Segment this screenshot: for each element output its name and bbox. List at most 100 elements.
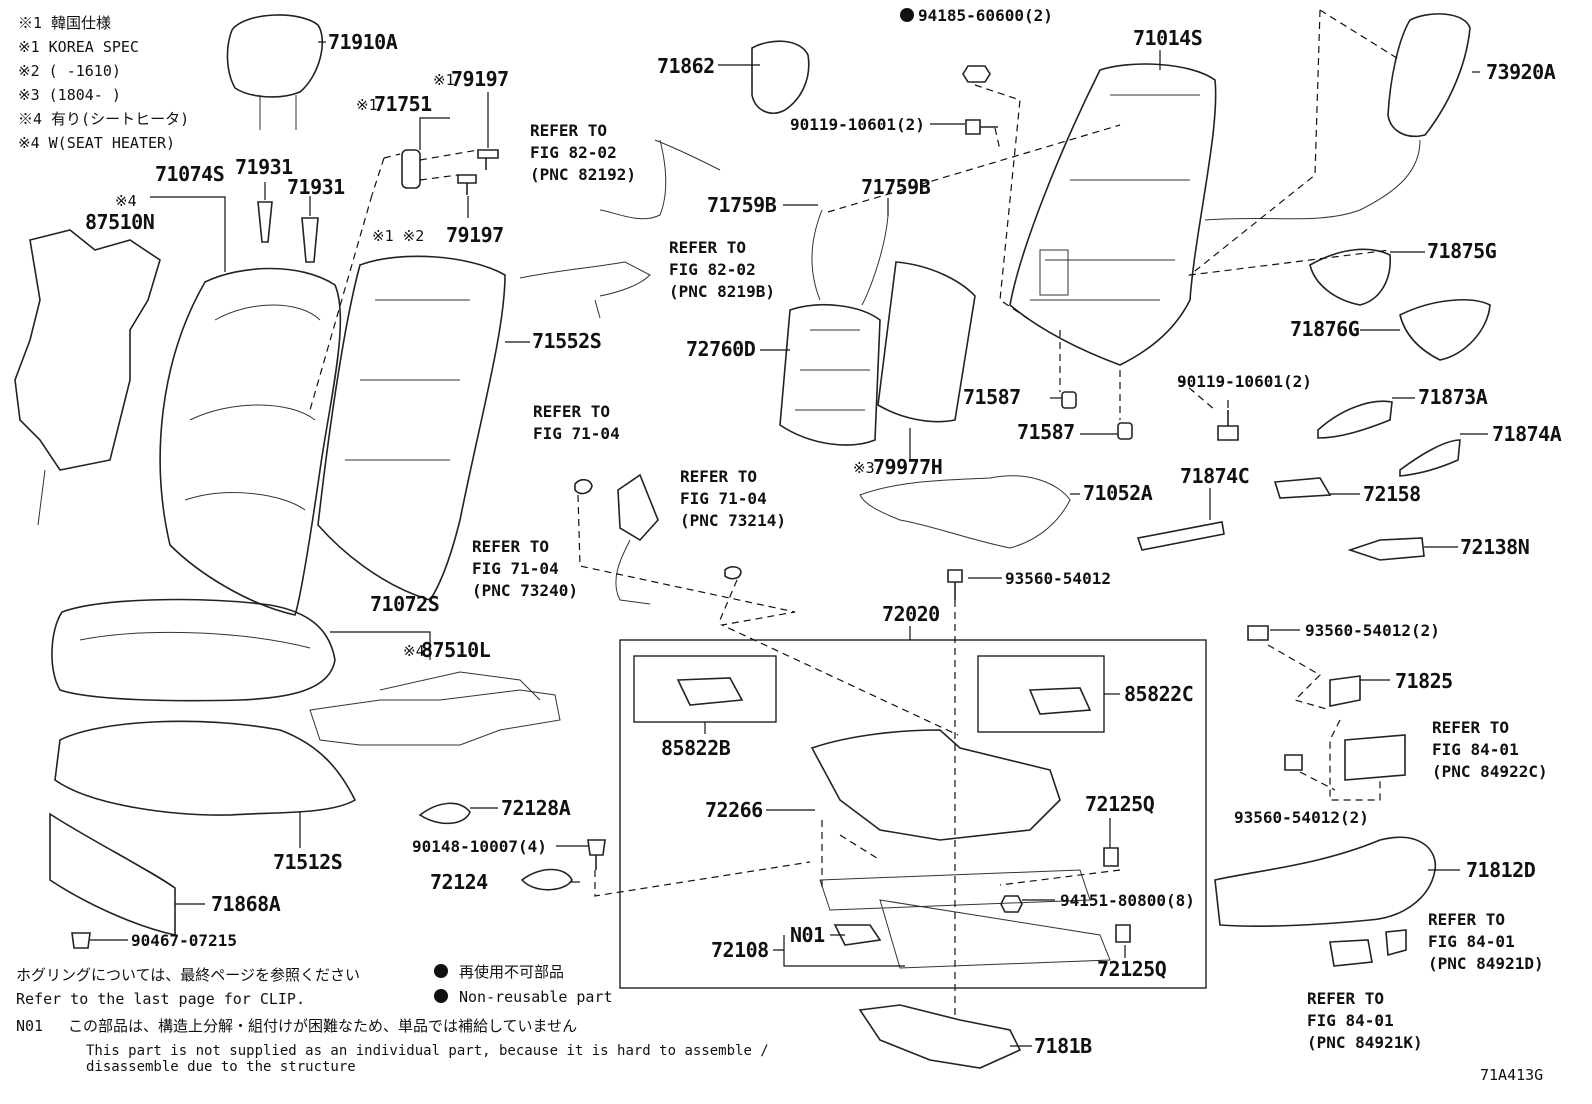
part-illustrations xyxy=(14,13,1491,1069)
part-label-71751: 71751 xyxy=(374,92,432,116)
reference-line: REFER TO xyxy=(530,121,607,140)
part-label-71910a: 71910A xyxy=(328,30,398,54)
part-label-71587: 71587 xyxy=(1017,420,1075,444)
part-label-93560-54012: 93560-54012(2) xyxy=(1234,808,1369,827)
note-line: ※1 KOREA SPEC xyxy=(18,38,139,56)
part-note-87510l: ※4 xyxy=(403,642,425,660)
subassembly-box-85822B xyxy=(633,655,777,723)
part-label-72266: 72266 xyxy=(705,798,763,822)
part-label-87510n: 87510N xyxy=(85,210,154,234)
reference-line: (PNC 82192) xyxy=(530,165,636,184)
nonreusable-bullet-icon xyxy=(434,964,448,978)
part-labels: 71910A ※1 79197 ※1 71751 71931 71931 710… xyxy=(85,6,1562,1058)
part-note-79197: ※1 ※2 xyxy=(372,227,424,245)
part-note-79197: ※1 xyxy=(433,71,455,89)
part-label-71812d: 71812D xyxy=(1466,858,1536,882)
note-line: ※2 ( -1610) xyxy=(18,62,121,80)
part-note-79977h: ※3 xyxy=(853,459,875,477)
reference-line: (PNC 8219B) xyxy=(669,282,775,301)
clip-note-jp: ホグリングについては、最終ページを参照ください xyxy=(16,966,360,984)
note-line: ※3 (1804- ) xyxy=(18,86,121,104)
nonreusable-bullet-icon xyxy=(900,8,914,22)
part-label-71552s: 71552S xyxy=(532,329,601,353)
footer-notes: ホグリングについては、最終ページを参照ください Refer to the las… xyxy=(16,963,1543,1084)
note-line: ※1 韓国仕様 xyxy=(18,14,111,32)
part-note-87510n: ※4 xyxy=(115,192,137,210)
part-label-72108: 72108 xyxy=(711,938,769,962)
part-label-72020: 72020 xyxy=(882,602,940,626)
reference-line: (PNC 84922C) xyxy=(1432,762,1548,781)
figure-code: 71A413G xyxy=(1480,1066,1543,1084)
reference-line: (PNC 84921K) xyxy=(1307,1033,1423,1052)
part-label-72124: 72124 xyxy=(430,870,488,894)
part-label-79197: 79197 xyxy=(446,223,504,247)
leader-lines xyxy=(90,41,1488,1047)
part-label-79977h: 79977H xyxy=(873,455,942,479)
part-label-71876g: 71876G xyxy=(1290,317,1360,341)
nonreusable-bullet-icon xyxy=(434,989,448,1003)
part-label-73920a: 73920A xyxy=(1486,60,1556,84)
part-label-71052a: 71052A xyxy=(1083,481,1153,505)
part-label-85822b: 85822B xyxy=(661,736,731,760)
part-label-71014s: 71014S xyxy=(1133,26,1202,50)
assembly-box-72020 xyxy=(619,639,1207,989)
n01-note-en: This part is not supplied as an individu… xyxy=(86,1043,769,1059)
part-label-71868a: 71868A xyxy=(211,892,281,916)
part-label-71587: 71587 xyxy=(963,385,1021,409)
n01-note-jp: この部品は、構造上分解・組付けが困難なため、単品では補給していません xyxy=(68,1017,577,1035)
part-label-72125q: 72125Q xyxy=(1085,792,1155,816)
part-label-90148-10007: 90148-10007(4) xyxy=(412,837,547,856)
part-label-72158: 72158 xyxy=(1363,482,1421,506)
part-label-71074s: 71074S xyxy=(155,162,224,186)
reference-line: FIG 84-01 xyxy=(1428,932,1515,951)
reference-line: (PNC 73214) xyxy=(680,511,786,530)
part-label-n01: N01 xyxy=(790,923,825,947)
part-label-7181b: 7181B xyxy=(1034,1034,1092,1058)
part-note-71751: ※1 xyxy=(356,96,378,114)
part-label-71759b: 71759B xyxy=(861,175,931,199)
note-line: ※4 有り(シートヒータ) xyxy=(18,110,189,128)
part-label-71875g: 71875G xyxy=(1427,239,1497,263)
n01-note-en: disassemble due to the structure xyxy=(86,1059,356,1075)
reference-line: FIG 82-02 xyxy=(669,260,756,279)
part-label-94151-80800: 94151-80800(8) xyxy=(1060,891,1195,910)
clip-note-en: Refer to the last page for CLIP. xyxy=(16,990,305,1008)
part-label-71072s: 71072S xyxy=(370,592,439,616)
part-label-71931: 71931 xyxy=(287,175,345,199)
reference-line: REFER TO xyxy=(1432,718,1509,737)
part-label-71874c: 71874C xyxy=(1180,464,1249,488)
nonreusable-legend-en: Non-reusable part xyxy=(459,988,613,1006)
dashed-assembly-lines xyxy=(309,9,1401,1015)
part-label-71759b: 71759B xyxy=(707,193,777,217)
spec-notes: ※1 韓国仕様 ※1 KOREA SPEC ※2 ( -1610) ※3 (18… xyxy=(18,14,189,152)
nonreusable-legend-jp: 再使用不可部品 xyxy=(459,963,564,981)
part-label-72760d: 72760D xyxy=(686,337,756,361)
part-label-79197: 79197 xyxy=(451,67,509,91)
part-label-72128a: 72128A xyxy=(501,796,571,820)
reference-line: FIG 71-04 xyxy=(533,424,620,443)
reference-line: (PNC 84921D) xyxy=(1428,954,1544,973)
subassembly-box-85822C xyxy=(977,655,1105,733)
part-label-93560-54012: 93560-54012 xyxy=(1005,569,1111,588)
reference-line: REFER TO xyxy=(1307,989,1384,1008)
figure-references: REFER TO FIG 82-02 (PNC 82192) REFER TO … xyxy=(472,121,1548,1052)
n01-code: N01 xyxy=(16,1017,43,1035)
part-label-71873a: 71873A xyxy=(1418,385,1488,409)
reference-line: FIG 84-01 xyxy=(1307,1011,1394,1030)
note-line: ※4 W(SEAT HEATER) xyxy=(18,134,175,152)
part-label-90467-07215: 90467-07215 xyxy=(131,931,237,950)
part-label-72138n: 72138N xyxy=(1460,535,1529,559)
part-label-85822c: 85822C xyxy=(1124,682,1193,706)
part-label-93560-54012: 93560-54012(2) xyxy=(1305,621,1440,640)
reference-line: REFER TO xyxy=(1428,910,1505,929)
reference-line: FIG 71-04 xyxy=(680,489,767,508)
reference-line: FIG 84-01 xyxy=(1432,740,1519,759)
part-label-87510l: 87510L xyxy=(421,638,491,662)
part-label-71825: 71825 xyxy=(1395,669,1453,693)
reference-line: FIG 71-04 xyxy=(472,559,559,578)
part-label-72125q: 72125Q xyxy=(1097,957,1167,981)
part-label-71862: 71862 xyxy=(657,54,715,78)
reference-line: REFER TO xyxy=(669,238,746,257)
